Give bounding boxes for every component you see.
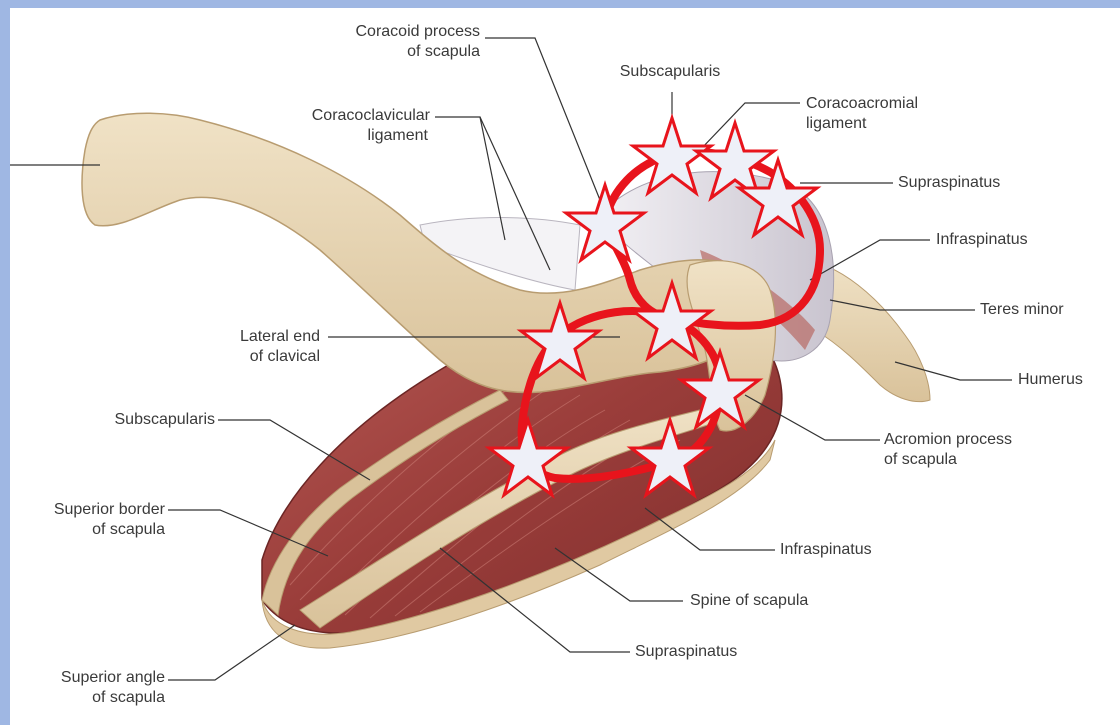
label-coracoacromial-ligament: Coracoacromial ligament — [806, 94, 918, 134]
label-infraspinatus-right: Infraspinatus — [936, 230, 1028, 250]
label-subscapularis-left: Subscapularis — [60, 410, 215, 430]
label-supraspinatus-bottom: Supraspinatus — [635, 642, 737, 662]
label-lateral-end-clavical: Lateral end of clavical — [180, 327, 320, 367]
label-superior-angle: Superior angle of scapula — [10, 668, 165, 708]
label-subscapularis-top: Subscapularis — [590, 62, 750, 82]
label-teres-minor: Teres minor — [980, 300, 1064, 320]
label-coracoid-process: Coracoid process of scapula — [300, 22, 480, 62]
label-acromion-process: Acromion process of scapula — [884, 430, 1012, 470]
label-superior-border: Superior border of scapula — [10, 500, 165, 540]
label-humerus: Humerus — [1018, 370, 1083, 390]
label-spine-of-scapula: Spine of scapula — [690, 591, 808, 611]
label-infraspinatus-bottom: Infraspinatus — [780, 540, 872, 560]
label-coracoclavicular-ligament: Coracoclavicular ligament — [230, 106, 430, 146]
label-supraspinatus-right: Supraspinatus — [898, 173, 1000, 193]
